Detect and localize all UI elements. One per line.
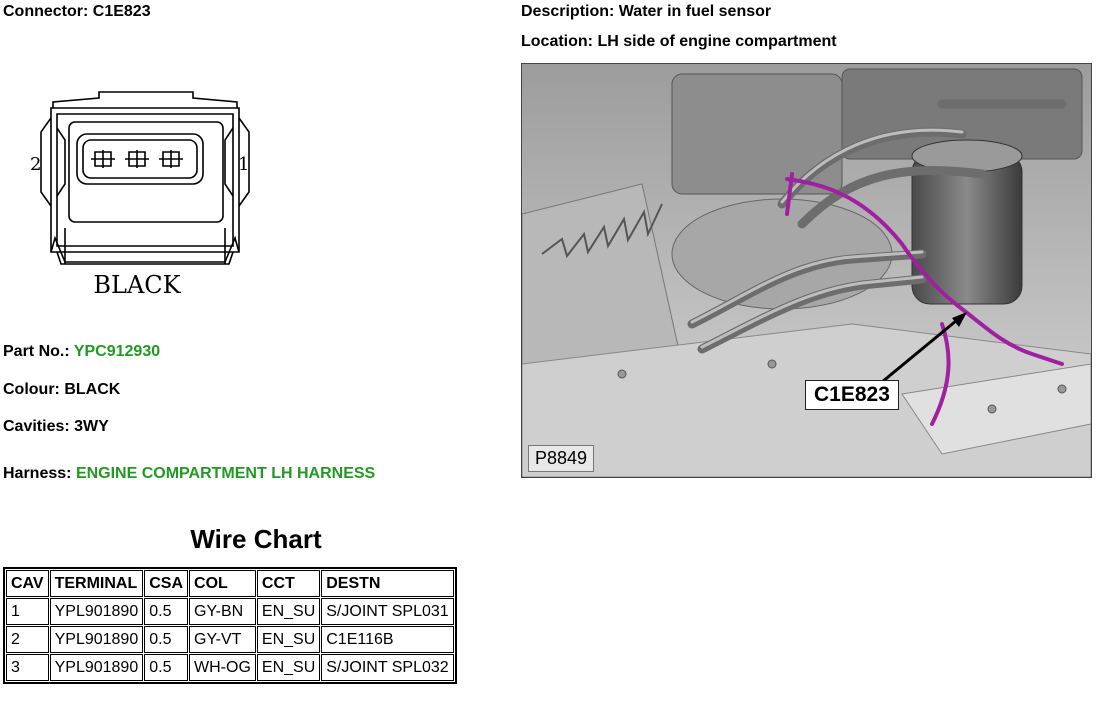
- cell-csa: 0.5: [144, 626, 189, 653]
- description-field: Description: Water in fuel sensor: [521, 3, 771, 21]
- header-terminal: TERMINAL: [49, 570, 144, 597]
- table-header-row: CAV TERMINAL CSA COL CCT DESTN: [6, 570, 454, 597]
- part-no-label: Part No.:: [3, 343, 70, 360]
- part-no-value[interactable]: YPC912930: [73, 343, 161, 360]
- colour-field: Colour: BLACK: [3, 381, 120, 399]
- table-row: 3 YPL901890 0.5 WH-OG EN_SU S/JOINT SPL0…: [6, 654, 454, 681]
- header-csa: CSA: [144, 570, 189, 597]
- description-label: Description:: [521, 3, 615, 20]
- cell-destn: S/JOINT SPL032: [321, 654, 454, 681]
- connector-field: Connector: C1E823: [3, 3, 151, 21]
- cell-csa: 0.5: [144, 598, 189, 625]
- cell-csa: 0.5: [144, 654, 189, 681]
- connector-colour-label: BLACK: [93, 271, 181, 299]
- harness-label: Harness:: [3, 465, 72, 482]
- location-photo: C1E823 P8849: [521, 63, 1092, 478]
- connector-diagram: 2 1 BLACK: [30, 91, 250, 299]
- cell-cct: EN_SU: [256, 626, 321, 653]
- cell-cct: EN_SU: [256, 598, 321, 625]
- cell-terminal: YPL901890: [49, 626, 144, 653]
- table-row: 1 YPL901890 0.5 GY-BN EN_SU S/JOINT SPL0…: [6, 598, 454, 625]
- cell-cct: EN_SU: [256, 654, 321, 681]
- cell-destn: S/JOINT SPL031: [321, 598, 454, 625]
- location-field: Location: LH side of engine compartment: [521, 33, 837, 51]
- location-value: LH side of engine compartment: [597, 33, 837, 50]
- location-label: Location:: [521, 33, 593, 50]
- cell-terminal: YPL901890: [49, 654, 144, 681]
- pin-1-label: 1: [238, 154, 249, 175]
- pin-2-label: 2: [30, 154, 41, 175]
- wire-chart-table: CAV TERMINAL CSA COL CCT DESTN 1 YPL9018…: [3, 567, 457, 684]
- connector-label: Connector:: [3, 3, 89, 20]
- engine-bay-illustration: [522, 64, 1091, 477]
- table-row: 2 YPL901890 0.5 GY-VT EN_SU C1E116B: [6, 626, 454, 653]
- cell-cav: 2: [6, 626, 49, 653]
- wire-chart-title: Wire Chart: [190, 524, 322, 554]
- colour-label: Colour:: [3, 381, 60, 398]
- header-destn: DESTN: [321, 570, 454, 597]
- connector-value: C1E823: [92, 3, 151, 20]
- cell-col: WH-OG: [189, 654, 256, 681]
- cavities-value: 3WY: [74, 418, 109, 435]
- harness-value[interactable]: ENGINE COMPARTMENT LH HARNESS: [75, 465, 376, 482]
- cell-col: GY-BN: [189, 598, 256, 625]
- description-value: Water in fuel sensor: [618, 3, 772, 20]
- header-cct: CCT: [256, 570, 321, 597]
- header-cav: CAV: [6, 570, 49, 597]
- cell-col: GY-VT: [189, 626, 256, 653]
- header-col: COL: [189, 570, 256, 597]
- cavities-field: Cavities: 3WY: [3, 418, 109, 436]
- colour-value: BLACK: [64, 381, 121, 398]
- cell-cav: 1: [6, 598, 49, 625]
- photo-code: P8849: [528, 445, 595, 472]
- photo-callout-label: C1E823: [805, 380, 899, 410]
- cavities-label: Cavities:: [3, 418, 70, 435]
- cell-terminal: YPL901890: [49, 598, 144, 625]
- harness-field: Harness: ENGINE COMPARTMENT LH HARNESS: [3, 465, 375, 483]
- cell-cav: 3: [6, 654, 49, 681]
- cell-destn: C1E116B: [321, 626, 454, 653]
- part-no-field: Part No.: YPC912930: [3, 343, 160, 361]
